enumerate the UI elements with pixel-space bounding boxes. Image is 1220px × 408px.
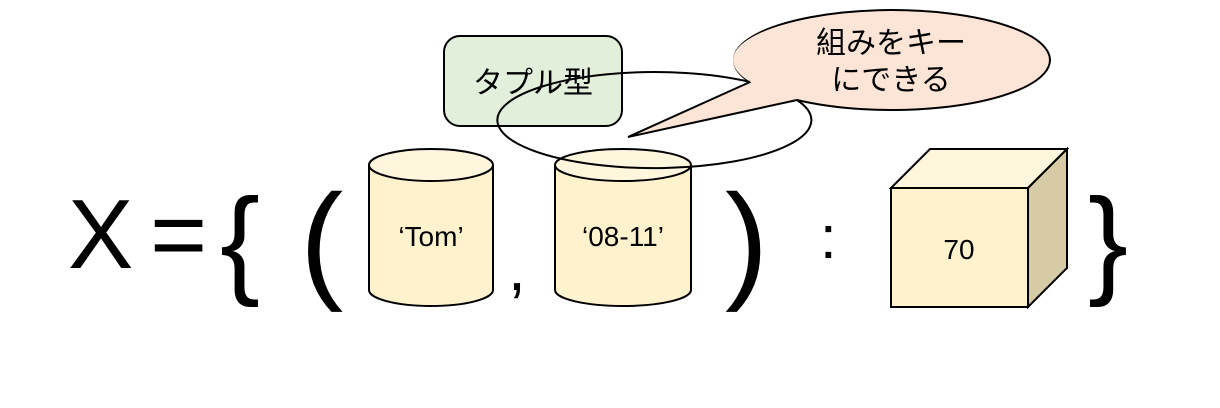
key-cylinder-date: ‘08-11’ — [554, 148, 692, 307]
value-label: 70 — [943, 234, 974, 265]
tuple-type-label: タプル型 — [473, 66, 593, 101]
value-cube: 70 — [888, 146, 1070, 310]
tuple-type-box: タプル型 — [443, 35, 623, 127]
comma: , — [508, 232, 526, 304]
callout-line-1: 組みをキー — [816, 26, 966, 61]
colon: : — [820, 204, 837, 271]
speech-callout: 組みをキー にできる — [496, 9, 1051, 170]
variable-x: X — [68, 179, 133, 289]
equals-sign: = — [150, 179, 207, 289]
paren-open: ( — [300, 167, 343, 313]
paren-close: ) — [725, 167, 768, 313]
key-cylinder-tom: ‘Tom’ — [368, 148, 494, 307]
key-date-label: ‘08-11’ — [582, 221, 664, 252]
brace-open: { — [220, 174, 260, 308]
brace-close: } — [1088, 174, 1128, 308]
callout-line-2: にできる — [831, 63, 950, 98]
key-tom-label: ‘Tom’ — [398, 221, 463, 252]
